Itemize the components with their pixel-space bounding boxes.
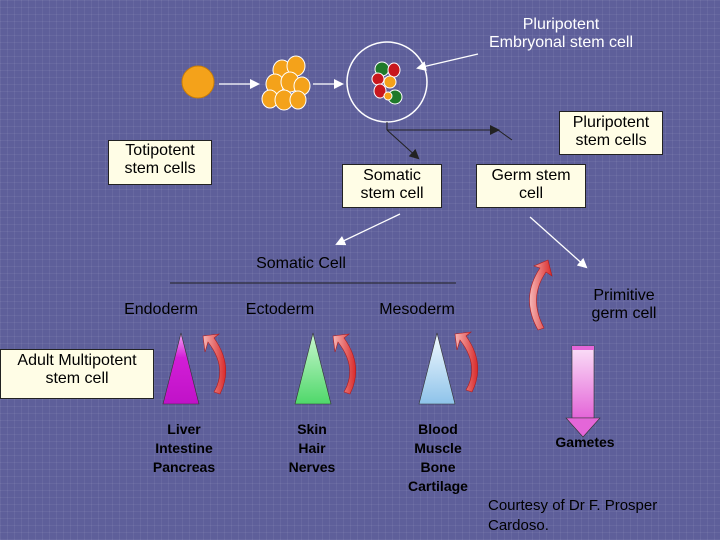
self-renewal-arrows xyxy=(202,259,553,395)
zygote-cell xyxy=(181,65,215,99)
somatic-stem-cell-box: Somatic stem cell xyxy=(342,164,442,208)
mesoderm-label: Mesoderm xyxy=(379,301,455,318)
blastocyst xyxy=(346,41,428,123)
totipotent-box: Totipotent stem cells xyxy=(108,140,212,185)
somatic-cell-label: Somatic Cell xyxy=(256,255,346,272)
adult-multipotent-box: Adult Multipotent stem cell xyxy=(0,349,154,399)
germ-stem-cell-box: Germ stem cell xyxy=(476,164,586,208)
gametes-label: Gametes xyxy=(555,434,615,450)
gametes-arrow xyxy=(565,345,601,438)
courtesy-label: Courtesy of Dr F. Prosper Cardoso. xyxy=(488,497,658,534)
ectoderm-label: Ectoderm xyxy=(245,301,315,318)
ectoderm-tissues-label: Skin Hair Nerves xyxy=(288,421,336,475)
endoderm-tissues-label: Liver Intestine Pancreas xyxy=(152,421,216,475)
branch-bracket xyxy=(386,122,513,160)
arrow-to-primitive-germ xyxy=(529,216,588,269)
pluripotent-stem-cells-box: Pluripotent stem cells xyxy=(559,111,663,155)
endoderm-cone xyxy=(162,332,200,405)
endoderm-label: Endoderm xyxy=(124,301,198,318)
arrow-to-somatic-cell xyxy=(335,213,401,246)
mesoderm-cone xyxy=(418,332,456,405)
pluripotent-embryonal-label: Pluripotent Embryonal stem cell xyxy=(488,16,634,51)
mesoderm-tissues-label: Blood Muscle Bone Cartilage xyxy=(408,421,468,494)
primitive-germ-cell-label: Primitive germ cell xyxy=(591,287,657,322)
morula-cluster xyxy=(261,55,311,111)
arrow-embryonal-label xyxy=(416,53,479,72)
ectoderm-cone xyxy=(294,332,332,405)
